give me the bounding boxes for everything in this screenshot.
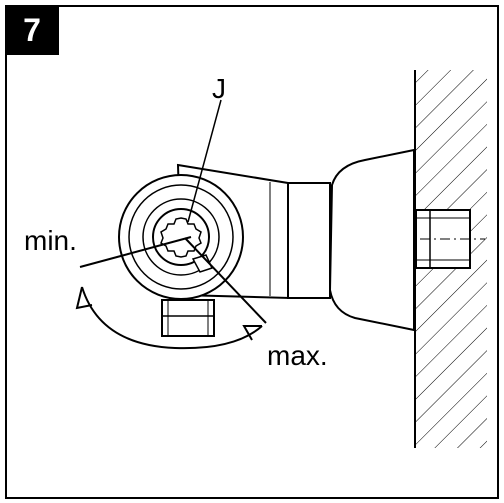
label-max: max.	[267, 340, 328, 371]
figure-number-badge: 7	[5, 5, 59, 55]
locking-screw	[161, 299, 215, 337]
wall-bolt	[400, 209, 485, 269]
arm-neck	[287, 182, 331, 299]
min-line	[79, 236, 192, 268]
label-min: min.	[24, 225, 77, 256]
j-leader-line	[187, 99, 222, 223]
round-head	[118, 174, 244, 300]
adjustment-range-arc	[81, 286, 263, 350]
base-housing	[328, 148, 415, 332]
label-j: J	[212, 73, 226, 104]
max-line	[184, 237, 267, 324]
